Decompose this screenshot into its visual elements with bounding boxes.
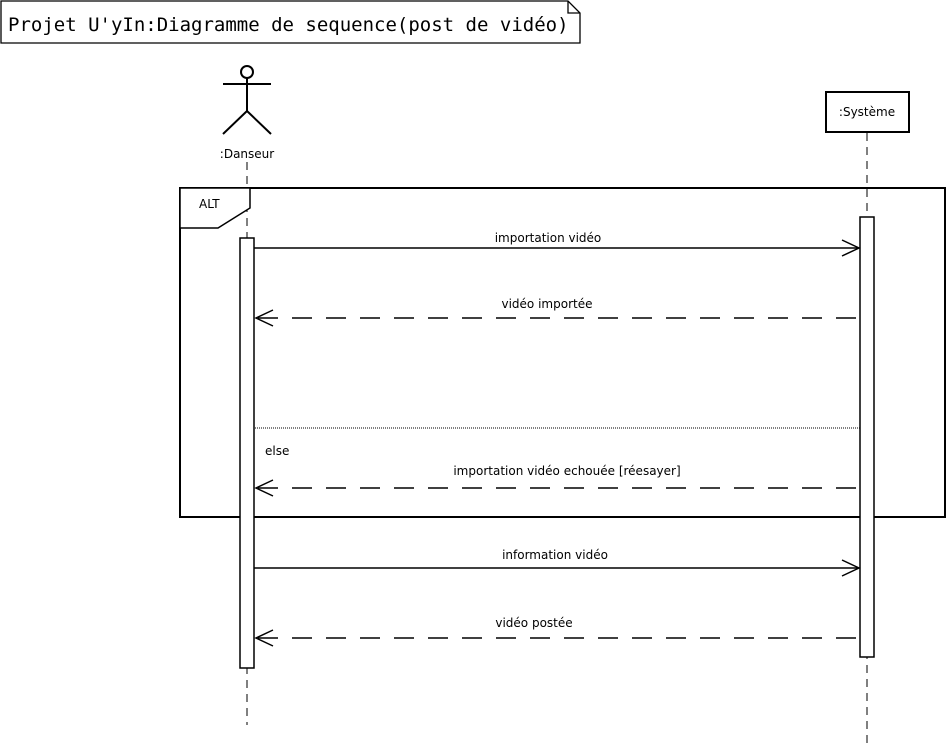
activation-danseur [239,237,255,669]
fragment-operator: ALT [199,197,220,211]
message-importation-echouee: importation vidéo echouée [réesayer] [254,464,860,497]
alt-fragment: ALT else [179,187,946,518]
title-note: Projet U'yIn:Diagramme de sequence(post … [0,0,581,44]
message-information-video: information vidéo [254,548,861,577]
diagram-title: Projet U'yIn:Diagramme de sequence(post … [8,14,569,36]
else-label: else [265,444,289,458]
message-importation-video: importation vidéo [254,231,861,257]
message-video-postee: vidéo postée [254,616,860,647]
actor-danseur: :Danseur [220,65,274,161]
message-video-importee: vidéo importée [254,297,860,327]
participant-label: :Système [839,105,895,119]
participant-systeme: :Système [825,91,910,133]
message-label: vidéo importée [502,297,593,311]
message-label: vidéo postée [495,616,572,630]
actor-label: :Danseur [220,147,274,161]
actor-head-icon [240,65,254,79]
message-label: importation vidéo [495,231,602,245]
activation-systeme [859,216,875,658]
message-label: importation vidéo echouée [réesayer] [453,464,680,478]
message-label: information vidéo [502,548,608,562]
